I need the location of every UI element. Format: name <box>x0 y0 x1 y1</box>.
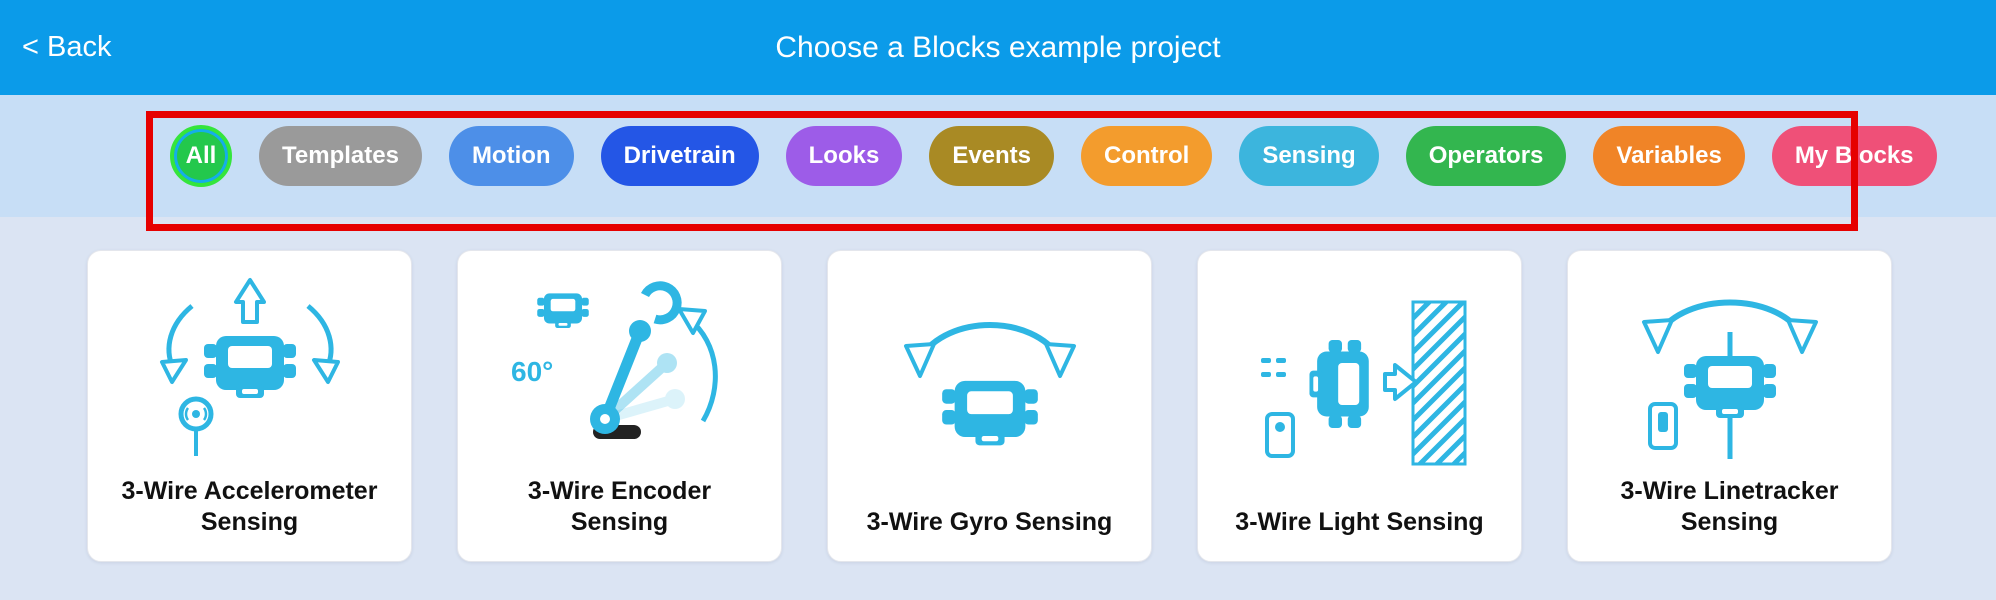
project-card-linetracker[interactable]: 3-Wire Linetracker Sensing <box>1567 250 1892 562</box>
linetracker-icon <box>1620 251 1840 476</box>
filter-motion[interactable]: Motion <box>448 126 574 186</box>
filter-bar: All Templates Motion Drivetrain Looks Ev… <box>0 95 1996 217</box>
project-card-accelerometer[interactable]: 3-Wire Accelerometer Sensing <box>87 250 412 562</box>
accelerometer-icon <box>140 251 360 476</box>
filter-control[interactable]: Control <box>1081 126 1213 186</box>
encoder-icon: 60° <box>505 251 735 476</box>
card-title: 3-Wire Linetracker Sensing <box>1620 477 1839 536</box>
filter-operators[interactable]: Operators <box>1405 126 1567 186</box>
card-title: 3-Wire Encoder Sensing <box>527 477 712 536</box>
light-icon <box>1245 251 1475 507</box>
project-card-light[interactable]: 3-Wire Light Sensing <box>1197 250 1522 562</box>
card-title: 3-Wire Accelerometer Sensing <box>121 477 378 536</box>
top-bar: < Back Choose a Blocks example project <box>0 0 1996 95</box>
filter-all[interactable]: All <box>170 125 232 187</box>
filter-looks[interactable]: Looks <box>785 126 903 186</box>
card-title: 3-Wire Light Sensing <box>1235 507 1484 536</box>
filter-drivetrain[interactable]: Drivetrain <box>600 126 759 186</box>
project-card-encoder[interactable]: 60° 3-Wire Encoder Sensing <box>457 250 782 562</box>
project-card-gyro[interactable]: 3-Wire Gyro Sensing <box>827 250 1152 562</box>
filter-variables[interactable]: Variables <box>1593 126 1745 186</box>
filter-templates[interactable]: Templates <box>259 126 422 186</box>
filter-events[interactable]: Events <box>929 126 1055 186</box>
back-button[interactable]: < Back <box>22 0 111 95</box>
gyro-icon <box>880 251 1100 507</box>
cards-area: 3-Wire Accelerometer Sensing 60° <box>0 217 1996 600</box>
filter-my-blocks[interactable]: My Blocks <box>1771 126 1937 186</box>
filter-sensing[interactable]: Sensing <box>1239 126 1379 186</box>
svg-text:60°: 60° <box>511 356 553 387</box>
card-title: 3-Wire Gyro Sensing <box>866 507 1113 536</box>
page-title: Choose a Blocks example project <box>775 30 1221 64</box>
